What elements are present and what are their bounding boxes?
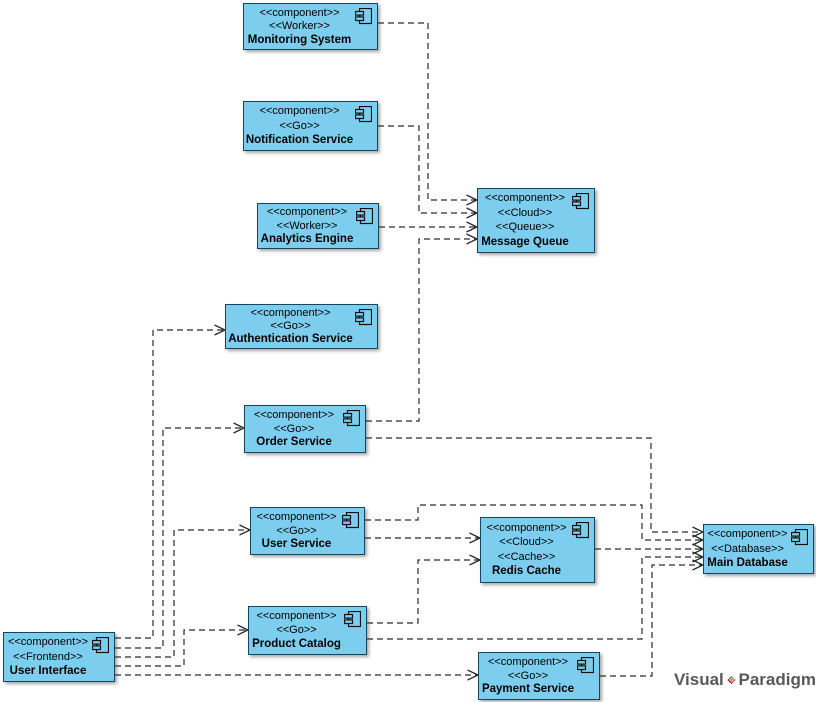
component-icon bbox=[571, 521, 590, 544]
component-icon bbox=[91, 636, 110, 659]
component-stereotype: <<Worker>> bbox=[276, 219, 338, 232]
connector-monitoring-system-to-message-queue bbox=[378, 22, 479, 206]
component-payment-service: <<component>><<Go>>Payment Service bbox=[478, 652, 600, 700]
component-text: <<component>><<Go>>User Service bbox=[254, 509, 339, 553]
component-name: Authentication Service bbox=[228, 333, 353, 345]
component-stereotype: <<Go>> bbox=[279, 119, 320, 132]
component-name: User Interface bbox=[9, 664, 87, 677]
component-stereotype: <<Go>> bbox=[273, 422, 315, 435]
component-name: Payment Service bbox=[481, 683, 575, 696]
component-text: <<component>> <<Cloud>><<Cache>> Redis Cac… bbox=[484, 519, 569, 581]
component-text: <<component>><<Go>>Payment Service bbox=[482, 654, 574, 698]
component-stereotype: <<Go>> bbox=[270, 320, 311, 332]
connector-product-catalog-to-main-database bbox=[367, 551, 705, 640]
component-icon bbox=[343, 610, 362, 633]
component-text: <<component>><<Worker>>Monitoring System bbox=[247, 5, 352, 48]
component-stereotype: <<Go>> bbox=[276, 624, 317, 636]
component-stereotype: <<component>> bbox=[253, 408, 335, 421]
component-message-queue: <<component>><<Cloud>> <<Queue>>Message Q… bbox=[477, 188, 595, 253]
connector-user-service-to-main-database bbox=[365, 504, 705, 546]
component-order-service: <<component>><<Go>>Order Service bbox=[244, 405, 366, 453]
component-stereotype: <<component>> bbox=[259, 105, 340, 118]
component-name: Main Database bbox=[707, 556, 788, 569]
component-stereotype: <<Cloud>> bbox=[499, 536, 554, 549]
component-icon bbox=[355, 207, 374, 230]
connector-payment-service-to-main-database bbox=[600, 559, 705, 677]
component-stereotype: <<component>> bbox=[250, 307, 331, 319]
connector-product-catalog-to-redis-cache bbox=[367, 554, 482, 624]
component-text: <<component>><<Worker>>Analytics Engine bbox=[260, 205, 354, 247]
component-name: Monitoring System bbox=[247, 33, 352, 46]
component-name: Product Catalog bbox=[252, 638, 341, 650]
component-analytics-engine: <<component>><<Worker>>Analytics Engine bbox=[257, 203, 379, 249]
watermark-paradigm-label: Paradigm bbox=[738, 670, 816, 689]
component-stereotype: <<component>> bbox=[266, 206, 348, 219]
component-stereotype: <<Worker>> bbox=[269, 20, 330, 32]
component-text: <<component>><<Cloud>> <<Queue>>Message Q… bbox=[481, 190, 569, 251]
component-text: <<component>><<Go>>Order Service bbox=[248, 407, 340, 451]
component-icon bbox=[354, 308, 373, 331]
component-notification-service: <<component>><<Go>>Notification Service bbox=[243, 101, 378, 151]
component-name: Message Queue bbox=[481, 235, 569, 248]
component-stereotype: <<Go>> bbox=[507, 669, 549, 682]
component-authentication-service: <<component>><<Go>>Authentication Servic… bbox=[225, 304, 378, 349]
component-stereotype: <<Cloud>> bbox=[497, 206, 553, 219]
component-user-interface: <<component>><<Frontend>>User Interface bbox=[3, 632, 115, 682]
watermark-visual-label: Visual bbox=[674, 670, 724, 689]
component-icon bbox=[790, 528, 809, 551]
component-stereotype: <<component>> bbox=[256, 510, 337, 523]
connector-user-interface-to-user-service bbox=[115, 524, 252, 658]
component-icon bbox=[342, 409, 361, 432]
component-name: Order Service bbox=[256, 436, 332, 449]
component-stereotype: <<component>> bbox=[7, 636, 89, 649]
component-icon bbox=[576, 656, 595, 679]
component-icon bbox=[341, 511, 360, 534]
component-stereotype: <<Cache>> bbox=[497, 550, 556, 563]
component-icon bbox=[354, 105, 373, 128]
connector-user-interface-to-product-catalog bbox=[115, 624, 250, 667]
component-stereotype: <<component>> bbox=[484, 192, 566, 205]
component-stereotype: <<component>> bbox=[486, 521, 567, 534]
component-icon bbox=[354, 7, 373, 30]
component-text: <<component>><<Go>>Notification Service bbox=[245, 103, 354, 149]
component-name: User Service bbox=[261, 538, 332, 551]
component-name: Analytics Engine bbox=[260, 232, 354, 245]
component-stereotype: <<component>> bbox=[487, 655, 569, 668]
component-stereotype: <<Go>> bbox=[276, 524, 317, 537]
component-text: <<component>><<Database>>Main Database bbox=[707, 526, 788, 572]
connector-notification-service-to-message-queue bbox=[378, 125, 479, 219]
component-text: <<component>> <<Go>> Product Catalog bbox=[252, 608, 341, 653]
component-main-database: <<component>><<Database>>Main Database bbox=[703, 524, 814, 574]
connector-order-service-to-main-database bbox=[366, 437, 705, 538]
component-stereotype: <<component>> bbox=[259, 6, 340, 19]
component-monitoring-system: <<component>><<Worker>>Monitoring System bbox=[243, 3, 378, 50]
component-text: <<component>><<Go>>Authentication Servic… bbox=[228, 306, 353, 347]
visual-paradigm-watermark: Visual Paradigm bbox=[674, 660, 816, 700]
component-text: <<component>><<Frontend>>User Interface bbox=[7, 634, 89, 680]
component-stereotype: <<Queue>> bbox=[495, 221, 555, 234]
connector-user-interface-to-authentication-service bbox=[115, 324, 227, 639]
connector-user-interface-to-order-service bbox=[115, 422, 246, 649]
component-name: Redis Cache bbox=[491, 565, 562, 578]
component-redis-cache: <<component>> <<Cloud>><<Cache>> Redis Cac… bbox=[480, 517, 595, 583]
connector-order-service-to-message-queue bbox=[366, 233, 479, 422]
component-product-catalog: <<component>> <<Go>> Product Catalog bbox=[248, 606, 367, 655]
component-stereotype: <<component>> bbox=[707, 528, 788, 541]
component-stereotype: <<component>> bbox=[256, 610, 337, 622]
component-stereotype: <<Database>> bbox=[711, 542, 784, 555]
component-name: Notification Service bbox=[245, 133, 354, 146]
component-stereotype: <<Frontend>> bbox=[13, 650, 83, 663]
component-user-service: <<component>><<Go>>User Service bbox=[250, 507, 365, 555]
visual-paradigm-logo-icon bbox=[727, 676, 736, 684]
component-icon bbox=[571, 192, 590, 215]
